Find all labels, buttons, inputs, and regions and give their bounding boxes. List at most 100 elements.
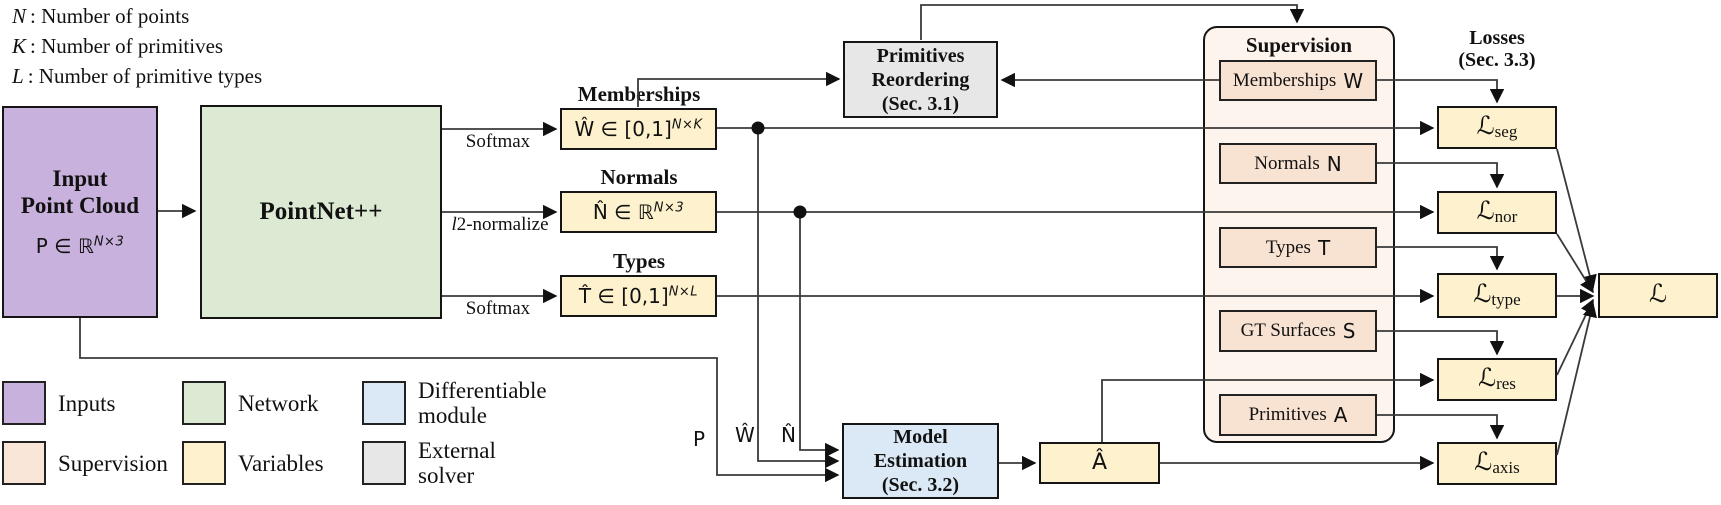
legend-swatch-supervision xyxy=(2,441,46,485)
loss-res-symbol: ℒ xyxy=(1478,365,1497,393)
primitives-reordering-node: Primitives Reordering (Sec. 3.1) xyxy=(843,41,998,118)
pointnet-label: PointNet++ xyxy=(259,197,383,225)
key-line-l: L: Number of primitive types xyxy=(12,64,262,89)
total-loss-symbol: ℒ xyxy=(1648,281,1667,309)
losses-heading-line1: Losses xyxy=(1469,27,1525,49)
memberships-var-box: Ŵ ∈ [0,1]N×K xyxy=(560,108,717,150)
normals-heading: Normals xyxy=(600,165,678,189)
l2-normalize-label: l2-normalize xyxy=(451,214,549,235)
legend-label-variables: Variables xyxy=(238,450,324,476)
loss-seg-sub: seg xyxy=(1494,121,1518,141)
supervision-normals-var: N xyxy=(1326,151,1342,176)
loss-type-sub: type xyxy=(1491,289,1521,309)
estimation-line2: Estimation xyxy=(873,450,968,472)
supervision-gt-surfaces-label: GT Surfaces xyxy=(1240,320,1336,341)
supervision-types-var: T xyxy=(1317,235,1331,260)
junction-dot-nhat xyxy=(793,205,807,219)
estimation-line3: (Sec. 3.2) xyxy=(881,474,960,496)
supervision-gt-surfaces-var: S xyxy=(1342,319,1356,343)
supervision-item-primitives: Primitives A xyxy=(1219,394,1377,436)
loss-seg-symbol: ℒ xyxy=(1476,113,1495,141)
input-point-cloud-node: Input Point Cloud P ∈ ℝN×3 xyxy=(2,106,158,318)
supervision-primitives-var: A xyxy=(1333,403,1348,427)
loss-axis-sub: axis xyxy=(1492,457,1520,477)
key-desc-k: : Number of primitives xyxy=(30,34,224,58)
reordering-line1: Primitives xyxy=(876,44,965,67)
model-estimation-node: Model Estimation (Sec. 3.2) xyxy=(842,423,999,499)
memberships-formula-sup: N×K xyxy=(671,116,703,132)
legend-swatch-network xyxy=(182,381,226,425)
supervision-memberships-label: Memberships xyxy=(1232,69,1337,91)
edge-laxis-to-total xyxy=(1556,302,1597,456)
normals-formula-sup: N×3 xyxy=(653,199,685,215)
a-hat-label: Â xyxy=(1091,450,1108,476)
normals-formula: N̂ ∈ ℝN×3 xyxy=(592,199,685,224)
edge-supt-to-ltype xyxy=(1377,246,1505,271)
loss-res-sub: res xyxy=(1496,373,1516,393)
supervision-item-gt-surfaces: GT Surfaces S xyxy=(1219,310,1377,352)
input-formula-body: P ∈ ℝ xyxy=(35,233,94,258)
junction-dot-what xyxy=(751,121,765,135)
legend-label-network: Network xyxy=(238,390,319,416)
softmax-label-types: Softmax xyxy=(465,298,531,319)
supervision-item-memberships: Memberships W xyxy=(1219,60,1377,101)
memberships-formula-body: Ŵ ∈ [0,1] xyxy=(574,116,672,141)
reordering-line2: Reordering xyxy=(871,68,970,91)
loss-nor-sub: nor xyxy=(1494,206,1518,226)
types-heading: Types xyxy=(612,249,666,273)
key-line-n: N: Number of points xyxy=(12,4,189,29)
legend-swatch-differentiable xyxy=(362,381,406,425)
legend-swatch-inputs xyxy=(2,381,46,425)
supervision-primitives-label: Primitives xyxy=(1248,404,1327,425)
edge-supn-to-lnor xyxy=(1377,162,1505,189)
memberships-heading: Memberships xyxy=(577,82,701,106)
memberships-formula: Ŵ ∈ [0,1]N×K xyxy=(574,116,703,141)
normals-formula-body: N̂ ∈ ℝ xyxy=(592,199,654,224)
edge-lnor-to-total xyxy=(1556,233,1594,294)
supervision-title: Supervision xyxy=(1245,33,1353,57)
supervision-item-types: Types T xyxy=(1219,227,1377,268)
key-symbol-l: L xyxy=(12,64,24,88)
edge-sups-to-lres xyxy=(1377,330,1505,356)
edge-nhat-to-estimation xyxy=(799,212,840,458)
key-desc-n: : Number of points xyxy=(30,4,190,28)
edge-supa-to-laxis xyxy=(1377,414,1505,440)
wire-label-w-hat: Ŵ xyxy=(735,423,755,447)
edge-lseg-to-total xyxy=(1556,148,1597,290)
legend-differentiable-line1: Differentiable xyxy=(418,378,547,403)
legend-label-differentiable: Differentiable module xyxy=(418,378,547,428)
types-formula: T̂ ∈ [0,1]N×L xyxy=(579,283,699,308)
input-title-line1: Input xyxy=(52,166,108,192)
edge-supw-to-lseg xyxy=(1377,79,1505,104)
wire-label-n-hat: N̂ xyxy=(781,423,796,447)
legend-label-external: External solver xyxy=(418,438,496,488)
input-title-line2: Point Cloud xyxy=(20,192,140,218)
supervision-normals-label: Normals xyxy=(1254,152,1320,174)
legend-swatch-external xyxy=(362,441,406,485)
loss-axis-symbol: ℒ xyxy=(1474,449,1493,477)
losses-header: Losses (Sec. 3.3) xyxy=(1437,27,1557,71)
key-symbol-k: K xyxy=(12,34,27,58)
types-var-box: T̂ ∈ [0,1]N×L xyxy=(560,275,717,317)
input-formula-sup: N×3 xyxy=(93,234,125,250)
estimation-line1: Model xyxy=(893,426,948,448)
loss-nor-symbol: ℒ xyxy=(1476,198,1495,226)
losses-heading-line2: (Sec. 3.3) xyxy=(1458,49,1536,71)
softmax-label-memberships: Softmax xyxy=(465,131,531,152)
reordering-line3: (Sec. 3.1) xyxy=(881,92,960,115)
supervision-types-label: Types xyxy=(1265,236,1311,258)
loss-type-symbol: ℒ xyxy=(1473,281,1492,309)
pointnet-node: PointNet++ xyxy=(200,105,442,319)
edge-what-to-estimation xyxy=(757,128,840,469)
wire-label-p: P xyxy=(693,427,706,451)
legend-external-line2: solver xyxy=(418,463,475,488)
key-symbol-n: N xyxy=(12,4,27,28)
types-formula-sup: N×L xyxy=(668,283,699,299)
input-formula: P ∈ ℝN×3 xyxy=(35,233,125,258)
supervision-item-normals: Normals N xyxy=(1219,143,1377,184)
